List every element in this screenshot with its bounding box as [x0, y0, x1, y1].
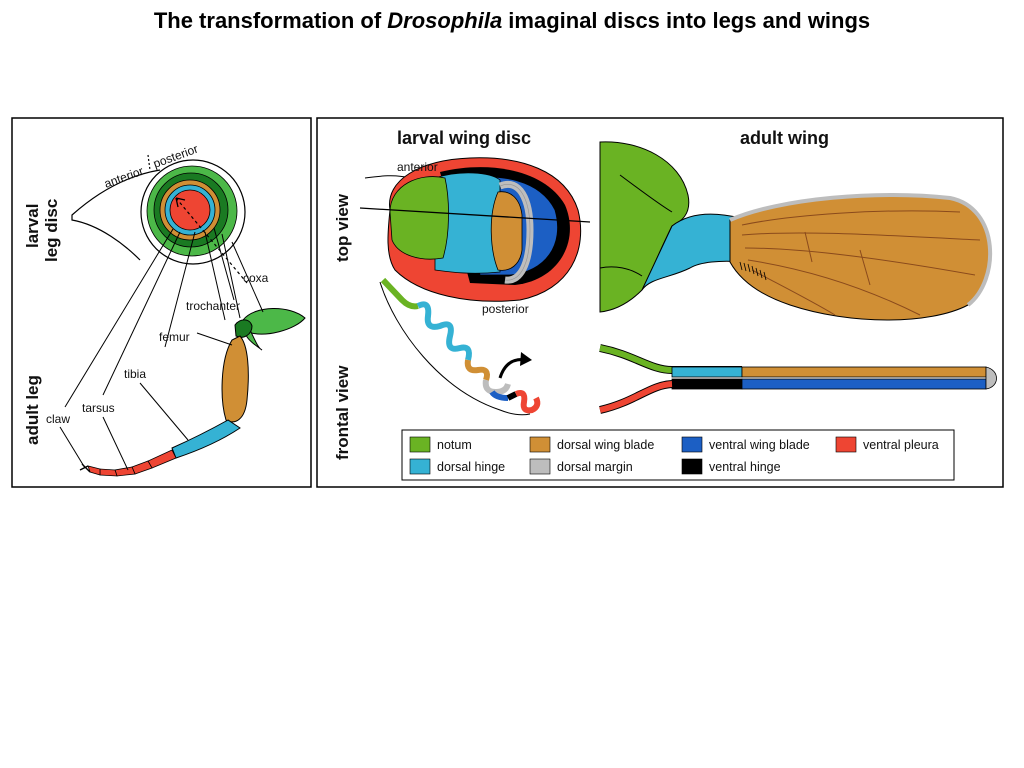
- leg-leader-lines: [59, 227, 264, 471]
- legend-swatch-dorsal-wing-blade: [529, 436, 551, 453]
- leg-disc: [140, 159, 246, 265]
- legend-swatch-ventral-hinge: [681, 458, 703, 475]
- leader-trochanter: [221, 233, 241, 319]
- frontal-disc-outline: [379, 281, 531, 416]
- legend-label-ventral-pleura: ventral pleura: [863, 438, 939, 452]
- leader-femur: [196, 332, 233, 346]
- legend-label-dorsal-hinge: dorsal hinge: [437, 460, 505, 474]
- legend-swatch-ventral-wing-blade: [681, 436, 703, 453]
- adult-wing-veins: [741, 210, 981, 316]
- side-label-frontal-view: frontal view: [333, 365, 352, 460]
- leg-panel: larval leg disc adult leg anterior poste…: [11, 117, 312, 488]
- legend-label-ventral-hinge: ventral hinge: [709, 460, 781, 474]
- section-ventral-blade: [741, 378, 987, 390]
- adult-wing-frontal-view: [599, 344, 997, 414]
- leg-tarsus-seg-3: [114, 466, 136, 477]
- side-label-top-view: top view: [333, 193, 352, 262]
- legend-swatch-dorsal-margin: [529, 458, 551, 475]
- leg-disc-tarsus-center: [169, 189, 211, 231]
- legend-box: [401, 429, 955, 481]
- title-italic: Drosophila: [387, 8, 503, 33]
- leg-anterior-label: anterior: [102, 164, 145, 191]
- ap-boundary-tick: [147, 154, 151, 171]
- adult-dorsal-margin: [729, 192, 993, 307]
- section-ventral-hinge: [671, 378, 743, 390]
- leg-tarsus-seg-4: [99, 468, 118, 477]
- leg-label-claw: claw: [46, 412, 70, 426]
- leader-trochanter-2: [213, 227, 235, 301]
- axis-arrowhead: [175, 197, 186, 208]
- disc-section-line: [359, 207, 591, 223]
- section-dorsal-hinge: [671, 366, 743, 378]
- frontal-ventral-pleura: [514, 390, 541, 414]
- legend-label-dorsal-margin: dorsal margin: [557, 460, 633, 474]
- leader-tarsus-disc: [102, 231, 181, 396]
- legend-label-notum: notum: [437, 438, 472, 452]
- frontal-notum: [380, 277, 419, 310]
- leader-tibia: [139, 382, 189, 441]
- frontal-margin: [482, 379, 511, 396]
- leader-femur-disc: [204, 231, 226, 321]
- adult-wing-bristles: [739, 261, 767, 281]
- section-ventral-pleura: [599, 381, 673, 413]
- disc-anterior-label: anterior: [397, 160, 438, 174]
- leader-claw-disc: [64, 228, 174, 408]
- leg-tibia: [171, 419, 241, 459]
- adult-leg: [79, 308, 306, 477]
- title-prefix: The transformation of: [153, 8, 388, 33]
- leg-tarsus-seg-1: [147, 449, 177, 469]
- leg-tarsus-seg-5: [87, 465, 101, 476]
- legend-swatch-ventral-pleura: [835, 436, 857, 453]
- title-suffix: imaginal discs into legs and wings: [502, 8, 871, 33]
- adult-dorsal-hinge: [641, 213, 745, 291]
- section-margin: [985, 366, 997, 390]
- leg-disc-stalk: [71, 169, 161, 261]
- leg-coxa-lobe: [245, 329, 263, 351]
- leg-femur: [221, 335, 249, 423]
- wing-panel: larval wing disc adult wing top view fro…: [316, 117, 1004, 488]
- header-larval-wing-disc: larval wing disc: [397, 128, 531, 148]
- frontal-ventral-blade: [489, 390, 509, 401]
- leader-tibia-disc: [164, 231, 196, 348]
- leg-label-coxa: coxa: [243, 271, 269, 285]
- adult-dorsal-wing-blade: [729, 194, 991, 321]
- disc-posterior-label: posterior: [482, 302, 529, 316]
- legend-swatch-notum: [409, 436, 431, 453]
- disc-dorsal-margin: [498, 180, 534, 284]
- leg-coxa: [242, 308, 306, 335]
- section-notum: [599, 345, 673, 373]
- frontal-dorsal-hinge: [416, 301, 472, 361]
- wing-panel-frame: [316, 117, 1004, 488]
- adult-wing-top-view: [599, 141, 993, 321]
- leg-side-label-line1: larval: [23, 204, 42, 248]
- header-adult-wing: adult wing: [740, 128, 829, 148]
- leader-coxa: [231, 241, 264, 313]
- wing-disc-frontal-view: [379, 277, 541, 416]
- leg-label-tibia: tibia: [124, 367, 146, 381]
- proximal-distal-axis: [175, 197, 248, 284]
- legend-label-dorsal-wing-blade: dorsal wing blade: [557, 438, 654, 452]
- leg-label-femur: femur: [159, 330, 190, 344]
- leg-label-tarsus: tarsus: [82, 401, 115, 415]
- page-title: The transformation of Drosophila imagina…: [0, 8, 1024, 34]
- disc-dorsal-hinge: [434, 172, 501, 274]
- section-dorsal-blade: [741, 366, 987, 378]
- legend-swatch-dorsal-hinge: [409, 458, 431, 475]
- frontal-ventral-hinge: [506, 391, 518, 401]
- leg-side-label-line2: leg disc: [42, 199, 61, 262]
- leg-panel-frame: [11, 117, 312, 488]
- leader-claw: [59, 426, 86, 469]
- leader-tarsus: [102, 416, 129, 471]
- disc-dorsal-blade: [490, 191, 523, 271]
- adult-leg-side-label: adult leg: [23, 375, 42, 445]
- frontal-dorsal-blade: [464, 359, 490, 381]
- legend-label-ventral-wing-blade: ventral wing blade: [709, 438, 810, 452]
- legend: notum dorsal wing blade ventral wing blade…: [401, 429, 955, 481]
- leg-label-trochanter: trochanter: [186, 299, 240, 313]
- eversion-arrowhead: [520, 352, 532, 366]
- leg-tarsus-seg-2: [131, 460, 153, 475]
- wing-disc-top-view: [359, 157, 591, 302]
